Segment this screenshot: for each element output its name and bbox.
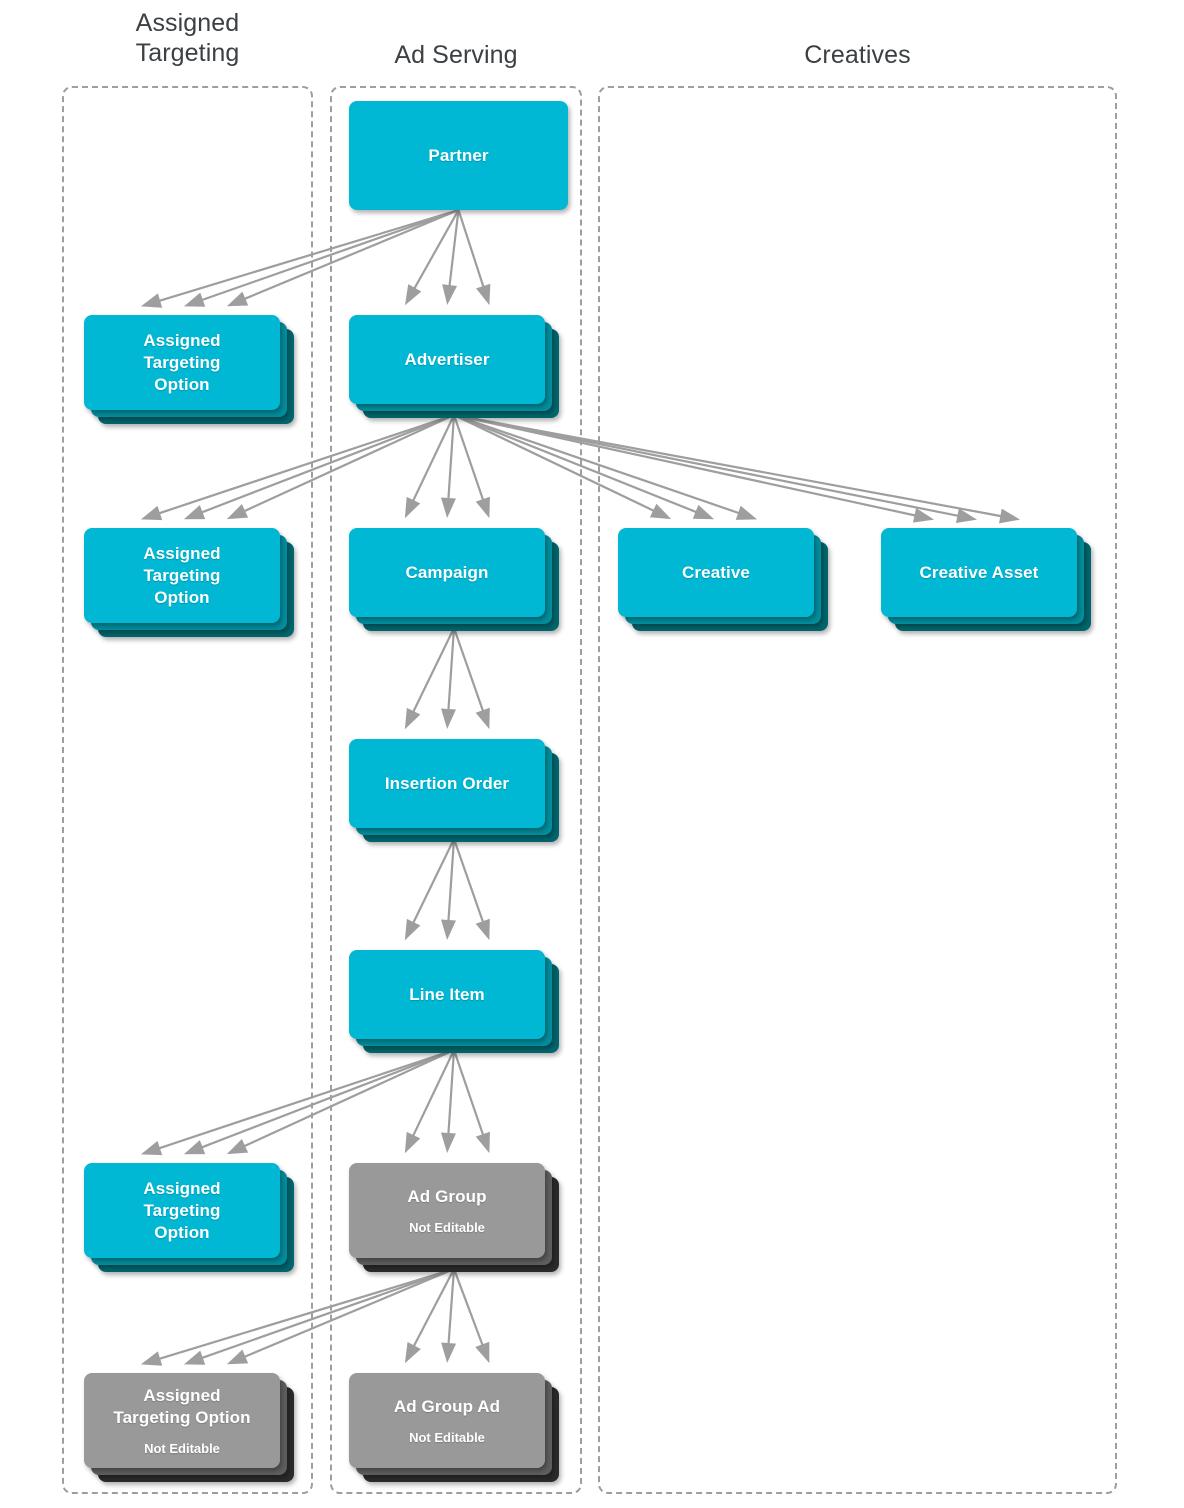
node-title-line: Assigned: [143, 543, 221, 563]
node-card-partner[interactable]: Partner: [349, 101, 568, 210]
node-insertion-order[interactable]: Insertion Order: [349, 739, 561, 844]
column-header-creatives: Creatives: [598, 40, 1117, 70]
node-card-line-item[interactable]: Line Item: [349, 950, 545, 1039]
node-title-line: Targeting: [143, 1200, 221, 1220]
column-zone-assigned-targeting: [62, 86, 313, 1494]
node-card-ad-group-ad[interactable]: Ad Group Ad Not Editable: [349, 1373, 545, 1468]
node-creative-asset[interactable]: Creative Asset: [881, 528, 1093, 633]
node-card-campaign[interactable]: Campaign: [349, 528, 545, 617]
node-title-ad-group: Ad Group: [407, 1186, 487, 1206]
node-title-line-item: Line Item: [409, 984, 485, 1004]
node-title-line: Targeting: [143, 565, 221, 585]
node-partner[interactable]: Partner: [349, 101, 584, 226]
node-title-creative-asset: Creative Asset: [919, 562, 1039, 582]
node-subtitle-ad-group: Not Editable: [409, 1219, 485, 1235]
node-ad-group-ad[interactable]: Ad Group Ad Not Editable: [349, 1373, 561, 1484]
column-header-line1-creatives: Creatives: [804, 41, 911, 69]
node-card-creative[interactable]: Creative: [618, 528, 814, 617]
node-title-creative: Creative: [682, 562, 750, 582]
node-title-line: Assigned: [143, 330, 221, 350]
column-header-line1-ad-serving: Ad Serving: [394, 41, 518, 69]
node-title-line: Option: [154, 1222, 210, 1242]
node-campaign[interactable]: Campaign: [349, 528, 561, 633]
node-creative[interactable]: Creative: [618, 528, 830, 633]
node-subtitle-ad-group-ad: Not Editable: [409, 1429, 485, 1445]
node-title-line: Targeting: [143, 352, 221, 372]
node-advertiser[interactable]: Advertiser: [349, 315, 561, 420]
node-title-line: Targeting Option: [113, 1407, 251, 1427]
node-title-line: Assigned: [143, 1385, 221, 1405]
node-title-insertion-order: Insertion Order: [384, 773, 510, 793]
node-title-line: Option: [154, 587, 210, 607]
column-header-line1-assigned-targeting: Assigned: [135, 9, 240, 37]
node-title-advertiser: Advertiser: [404, 349, 490, 369]
node-card-creative-asset[interactable]: Creative Asset: [881, 528, 1077, 617]
column-header-line2-assigned-targeting: Targeting: [135, 39, 240, 67]
node-card-advertiser[interactable]: Advertiser: [349, 315, 545, 404]
column-zone-ad-serving: [330, 86, 582, 1494]
node-card-insertion-order[interactable]: Insertion Order: [349, 739, 545, 828]
node-title-line: Assigned: [143, 1178, 221, 1198]
node-title-line: Option: [154, 374, 210, 394]
column-header-ad-serving: Ad Serving: [330, 40, 582, 70]
node-line-item[interactable]: Line Item: [349, 950, 561, 1055]
node-title-campaign: Campaign: [405, 562, 489, 582]
node-title-partner: Partner: [428, 145, 489, 165]
column-zone-creatives: [598, 86, 1117, 1494]
node-title-ad-group-ad: Ad Group Ad: [393, 1396, 501, 1416]
node-subtitle-ato-ad-group: Not Editable: [144, 1440, 220, 1456]
